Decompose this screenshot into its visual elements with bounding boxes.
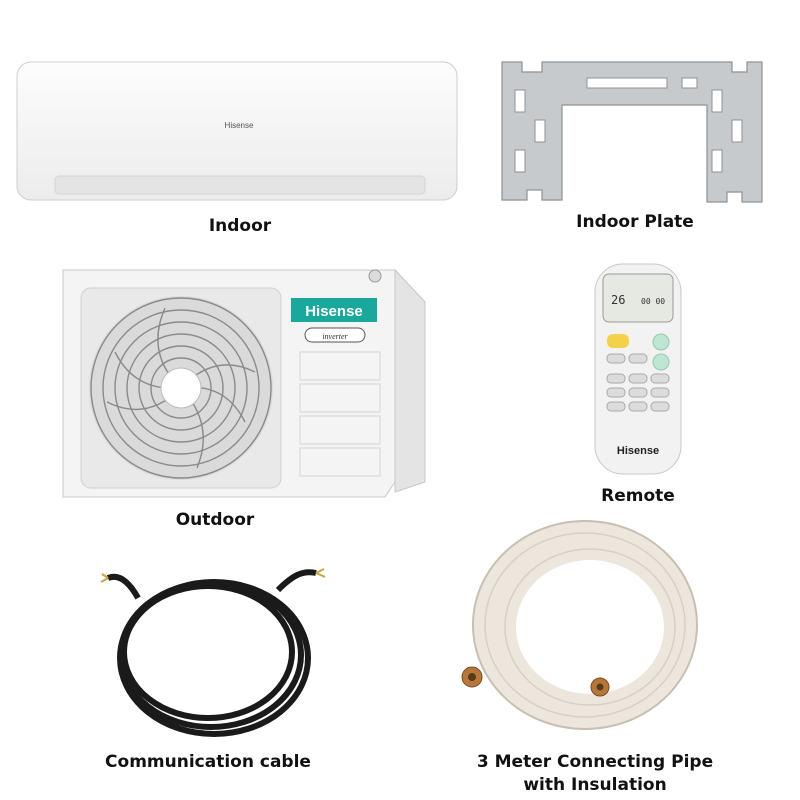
remote-brand-logo: Hisense: [617, 445, 659, 457]
caption-outdoor: Outdoor: [175, 510, 255, 530]
indoor-plate: [497, 50, 767, 205]
caption-remote: Remote: [601, 486, 675, 506]
outdoor-brand-logo: Hisense: [305, 303, 363, 320]
remote-power-button: [607, 334, 629, 348]
caption-connecting-pipe-line1: 3 Meter Connecting Pipe: [476, 752, 714, 772]
communication-cable: [98, 540, 328, 740]
remote-display-time: 00 00: [641, 297, 665, 306]
indoor-unit: Hisense: [15, 58, 460, 203]
caption-indoor: Indoor: [208, 216, 272, 236]
outdoor-sub-brand: inverter: [322, 332, 348, 341]
indoor-brand-logo: Hisense: [225, 121, 254, 130]
outdoor-unit: Hisense inverter: [55, 262, 435, 507]
connecting-pipe: [450, 515, 720, 740]
caption-indoor-plate: Indoor Plate: [576, 212, 694, 232]
caption-connecting-pipe-line2: with Insulation: [523, 775, 667, 795]
remote-control: 26 00 00 Hisense: [593, 262, 683, 477]
caption-communication-cable: Communication cable: [105, 752, 311, 772]
fan-grille-icon: [89, 296, 273, 480]
remote-display-temp: 26: [611, 293, 625, 307]
